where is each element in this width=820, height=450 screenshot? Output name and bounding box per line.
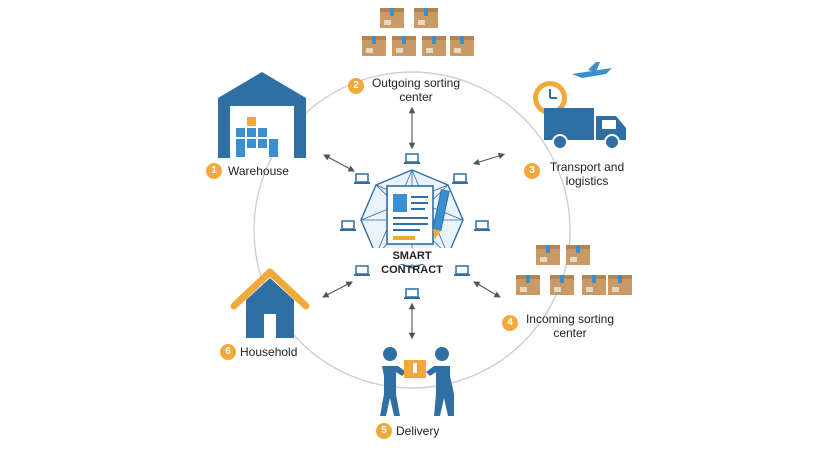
node-label-delivery: Delivery	[396, 424, 440, 438]
step-badge-2: 2	[348, 78, 364, 94]
node-label-incoming-line1: Incoming sorting	[525, 312, 615, 326]
laptop-icon	[403, 153, 421, 165]
node-label-transport-line2: logistics	[565, 174, 609, 188]
smart-contract-network-icon	[360, 169, 464, 269]
boxes-icon-right	[516, 245, 632, 295]
truck-icon	[533, 62, 626, 150]
step-badge-5: 5	[376, 423, 392, 439]
laptop-icon	[403, 288, 421, 300]
warehouse-icon	[218, 72, 306, 158]
laptop-icon	[353, 173, 371, 185]
step-badge-3: 3	[524, 163, 540, 179]
node-label-warehouse: Warehouse	[228, 164, 289, 178]
laptop-icon	[451, 173, 469, 185]
center-label: SMART CONTRACT	[381, 250, 443, 276]
step-badge-1: 1	[206, 163, 222, 179]
node-label-incoming-line2: center	[553, 326, 587, 340]
people-handover-icon	[380, 347, 454, 416]
boxes-icon-top	[362, 8, 474, 56]
cycle-ring	[253, 71, 571, 389]
node-label-outgoing-line1: Outgoing sorting	[371, 76, 461, 90]
house-icon	[230, 268, 310, 338]
connection-arrows	[322, 106, 506, 340]
laptop-icon	[473, 220, 491, 232]
step-badge-4: 4	[502, 315, 518, 331]
node-label-household: Household	[240, 345, 298, 359]
node-label-outgoing-line2: center	[399, 90, 433, 104]
step-badge-6: 6	[220, 344, 236, 360]
laptop-icon	[339, 220, 357, 232]
node-label-transport-line1: Transport and	[549, 160, 625, 174]
